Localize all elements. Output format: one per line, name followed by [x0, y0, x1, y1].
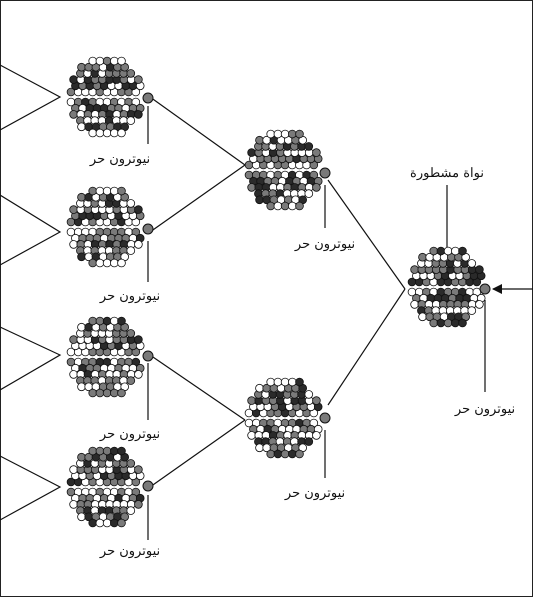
branch-line-2 — [149, 164, 246, 233]
branch-line-3 — [149, 354, 246, 421]
nucleus-mid-upper — [244, 129, 331, 211]
nuclei-layer — [66, 56, 491, 528]
nucleus-fissile — [407, 246, 491, 328]
fragment-top-icon — [66, 186, 145, 227]
fragment-bottom-icon — [66, 357, 145, 398]
fragment-bottom-icon — [66, 487, 145, 528]
fragment-top-icon — [66, 316, 145, 357]
fragment-bottom-icon — [244, 170, 323, 211]
labels-layer: نواة مشطورة نيوترون حر نيوترون حر نيوترو… — [89, 152, 515, 559]
fragment-bottom-icon — [244, 418, 323, 459]
nucleus-left-2 — [66, 186, 154, 268]
fragment-bottom-icon — [407, 287, 486, 328]
fragment-top-icon — [66, 56, 145, 97]
fissile-nucleus-label: نواة مشطورة — [410, 166, 484, 181]
free-neutron-label-2: نيوترون حر — [99, 289, 160, 304]
reaction-lines — [0, 64, 533, 540]
fragment-top-icon — [244, 377, 323, 418]
branch-line-1 — [149, 96, 246, 166]
branch-line-upper — [327, 179, 406, 290]
fragment-bottom-icon — [66, 227, 145, 268]
free-neutron-label-mid-upper: نيوترون حر — [294, 237, 355, 252]
neutron-icon — [142, 223, 154, 235]
branch-line-8 — [0, 455, 62, 521]
branch-line-6 — [0, 194, 62, 266]
neutron-icon — [142, 480, 154, 492]
free-neutron-label-4: نيوترون حر — [99, 544, 160, 559]
nucleus-left-3 — [66, 316, 154, 398]
neutron-icon — [142, 350, 154, 362]
fragment-top-icon — [66, 446, 145, 487]
free-neutron-label-main: نيوترون حر — [454, 402, 515, 417]
neutron-icon — [479, 283, 491, 295]
neutron-icon — [142, 92, 154, 104]
free-neutron-label-mid-lower: نيوترون حر — [284, 486, 345, 501]
free-neutron-label-1: نيوترون حر — [89, 152, 150, 167]
neutron-icon — [319, 412, 331, 424]
branch-line-4 — [149, 419, 246, 488]
fragment-top-icon — [244, 129, 323, 170]
free-neutron-label-3: نيوترون حر — [99, 427, 160, 442]
arrow-left-icon — [492, 284, 502, 294]
branch-line-lower — [327, 288, 406, 406]
nucleus-left-1 — [66, 56, 154, 138]
nucleus-mid-lower — [244, 377, 331, 459]
neutron-icon — [319, 167, 331, 179]
branch-line-5 — [0, 64, 62, 131]
fragment-top-icon — [407, 246, 486, 287]
nucleus-left-4 — [66, 446, 154, 528]
fragment-bottom-icon — [66, 97, 145, 138]
branch-line-7 — [0, 326, 62, 391]
